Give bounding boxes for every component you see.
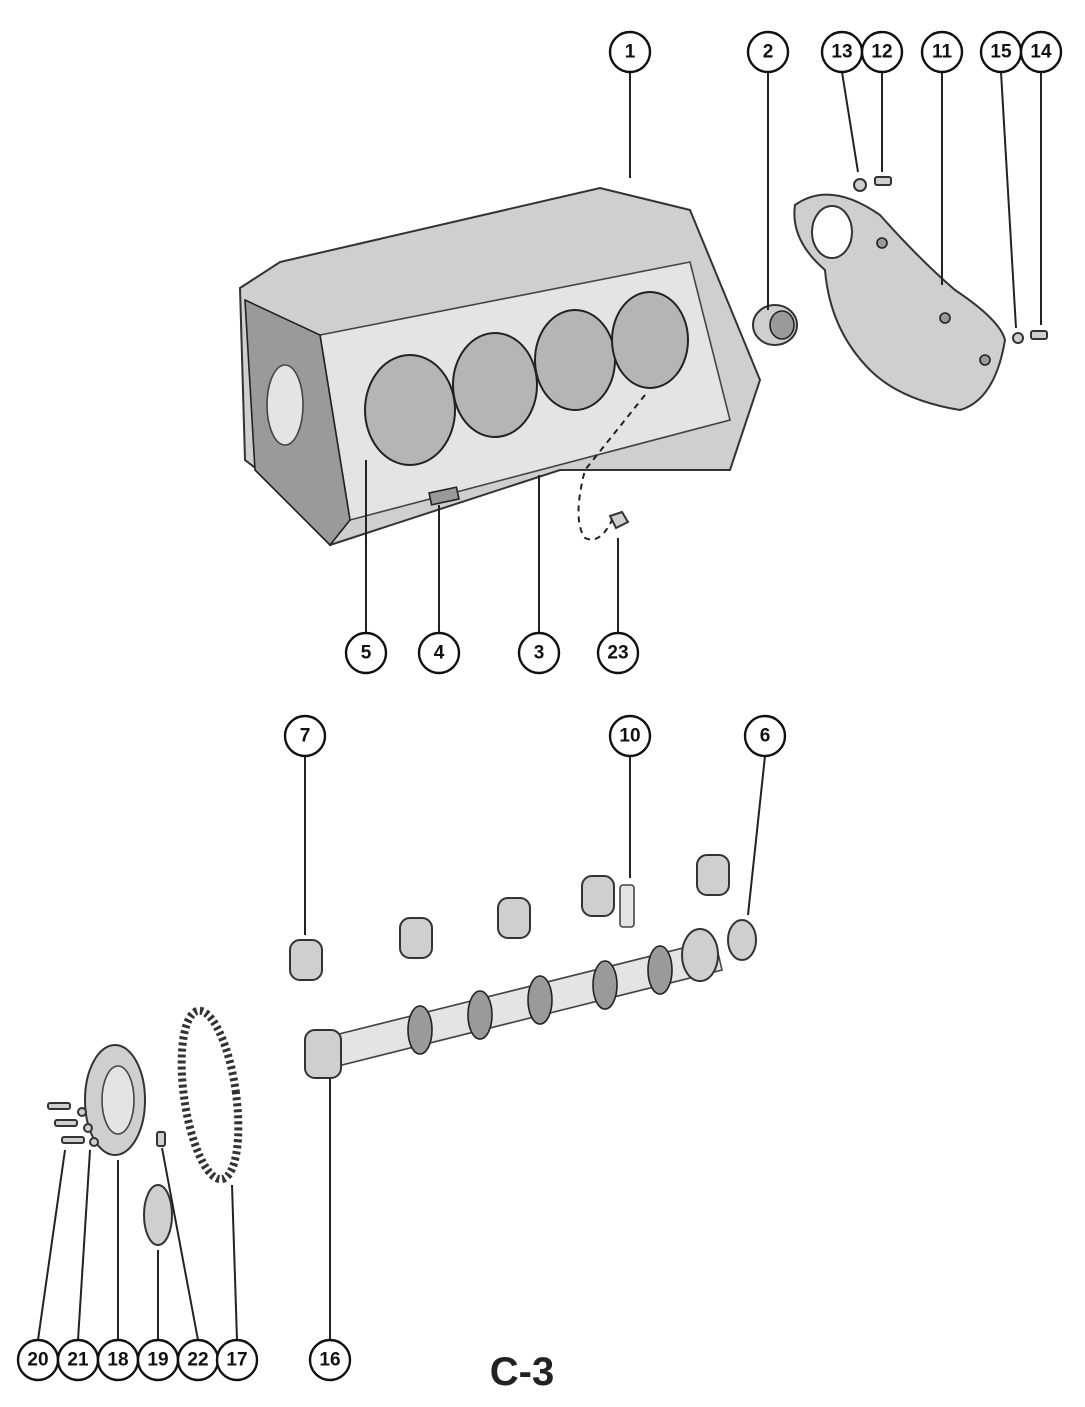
cam-bearing-d xyxy=(581,875,615,917)
svg-text:3: 3 xyxy=(534,643,545,664)
svg-text:17: 17 xyxy=(226,1350,247,1371)
callout-4: 4 xyxy=(417,631,461,675)
svg-text:16: 16 xyxy=(319,1350,340,1371)
callout-3: 3 xyxy=(517,631,561,675)
svg-text:6: 6 xyxy=(760,726,771,747)
svg-text:7: 7 xyxy=(300,726,311,747)
svg-text:20: 20 xyxy=(27,1350,48,1371)
callout-11: 11 xyxy=(920,30,964,74)
svg-text:19: 19 xyxy=(147,1350,168,1371)
cam-bearing-b xyxy=(399,917,433,959)
cam-bearing-7 xyxy=(289,939,323,981)
svg-text:4: 4 xyxy=(434,643,445,664)
svg-text:5: 5 xyxy=(361,643,372,664)
callout-1: 1 xyxy=(608,30,652,74)
svg-text:18: 18 xyxy=(107,1350,128,1371)
rear-plate xyxy=(793,193,1007,412)
callout-22: 22 xyxy=(176,1338,220,1382)
bolt-12 xyxy=(874,176,892,186)
crank-sprocket xyxy=(143,1184,173,1246)
camshaft xyxy=(304,928,723,1079)
callout-23: 23 xyxy=(596,631,640,675)
drain-plug xyxy=(608,510,630,530)
nut-15 xyxy=(1012,332,1024,344)
callout-2: 2 xyxy=(746,30,790,74)
callout-17: 17 xyxy=(215,1338,259,1382)
callout-10: 10 xyxy=(608,714,652,758)
callout-19: 19 xyxy=(136,1338,180,1382)
nut-13 xyxy=(853,178,867,192)
callout-21: 21 xyxy=(56,1338,100,1382)
cam-bearing-plug xyxy=(752,304,798,346)
callout-20: 20 xyxy=(16,1338,60,1382)
callout-5: 5 xyxy=(344,631,388,675)
sprocket-bolts xyxy=(47,1102,99,1147)
leader-lines xyxy=(37,71,1042,1341)
svg-text:22: 22 xyxy=(187,1350,208,1371)
callout-16: 16 xyxy=(308,1338,352,1382)
svg-text:11: 11 xyxy=(932,42,953,63)
svg-text:13: 13 xyxy=(831,42,852,63)
callout-6: 6 xyxy=(743,714,787,758)
dowel-pin xyxy=(156,1131,166,1147)
timing-chain xyxy=(177,1006,243,1184)
svg-text:23: 23 xyxy=(607,643,628,664)
svg-text:21: 21 xyxy=(67,1350,89,1371)
lifter-10 xyxy=(619,884,635,928)
cam-bearing-e xyxy=(696,854,730,896)
callout-18: 18 xyxy=(96,1338,140,1382)
svg-text:1: 1 xyxy=(625,42,636,63)
callout-13: 13 xyxy=(820,30,864,74)
engine-block xyxy=(238,186,762,547)
rear-cam-plug xyxy=(727,919,757,961)
callout-15: 15 xyxy=(979,30,1023,74)
callout-7: 7 xyxy=(283,714,327,758)
callout-14: 14 xyxy=(1019,30,1063,74)
svg-text:12: 12 xyxy=(871,42,892,63)
svg-text:14: 14 xyxy=(1030,42,1052,63)
cam-bearing-c xyxy=(497,897,531,939)
callout-12: 12 xyxy=(860,30,904,74)
camshaft-sprocket xyxy=(84,1044,146,1156)
page-label: C-3 xyxy=(490,1350,554,1394)
bolt-14 xyxy=(1030,330,1048,340)
svg-text:2: 2 xyxy=(763,42,774,63)
svg-text:10: 10 xyxy=(619,726,640,747)
svg-text:15: 15 xyxy=(990,42,1012,63)
